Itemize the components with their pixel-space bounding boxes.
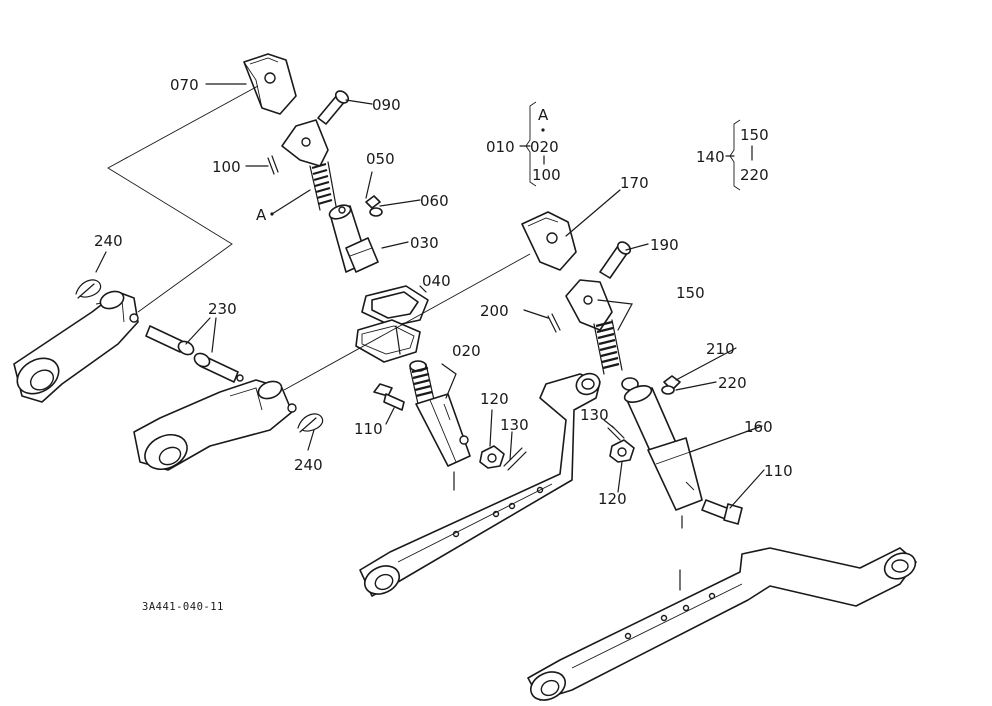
threaded-rod-020 — [409, 360, 435, 405]
group-140-top: 150 — [740, 126, 769, 144]
nut-220 — [661, 385, 675, 395]
callout-110-left: 110 — [354, 420, 383, 438]
cotter-200 — [547, 313, 561, 333]
pin-130-right — [607, 425, 625, 441]
bolt-110-right — [701, 499, 743, 525]
clevis-020 — [415, 393, 471, 467]
callout-130-right: 130 — [580, 406, 609, 424]
group-010-parent: 010 — [486, 138, 515, 156]
callout-A: A — [256, 206, 267, 224]
top-link-yoke-070 — [243, 53, 297, 115]
callout-120-right: 120 — [598, 490, 627, 508]
callout-130-left: 130 — [500, 416, 529, 434]
callout-190: 190 — [650, 236, 679, 254]
callout-110-right: 110 — [764, 462, 793, 480]
lift-arm-upper-left — [13, 290, 139, 403]
group-010-mid: 020 — [530, 138, 559, 156]
r-clip-240-lower — [297, 413, 324, 433]
callout-040: 040 — [422, 272, 451, 290]
callout-240-lower: 240 — [294, 456, 323, 474]
pin-130-left — [503, 447, 527, 471]
group-010-top: A — [538, 106, 549, 124]
group-010-bottom: 100 — [532, 166, 561, 184]
bracket-040 — [355, 285, 429, 363]
nut-060 — [369, 207, 383, 217]
group-140-bottom: 220 — [740, 166, 769, 184]
group-140-parent: 140 — [696, 148, 725, 166]
pin-190 — [599, 241, 632, 279]
barrel-030 — [328, 204, 379, 273]
callout-230: 230 — [208, 300, 237, 318]
callout-240-upper: 240 — [94, 232, 123, 250]
group-010-legend: 010 A 020 100 — [486, 101, 561, 187]
callout-200: 200 — [480, 302, 509, 320]
pin-090 — [317, 90, 350, 125]
threaded-rod-150 — [593, 319, 639, 391]
clevis-right — [565, 279, 613, 331]
lower-link-middle — [359, 372, 601, 597]
callout-090: 090 — [372, 96, 401, 114]
pin-230-a — [145, 325, 195, 356]
bolt-110-left — [373, 383, 405, 411]
group-140-legend: 140 150 220 — [696, 119, 769, 191]
callout-210: 210 — [706, 340, 735, 358]
figure-code: 3A441-040-11 — [142, 601, 224, 613]
callout-060: 060 — [420, 192, 449, 210]
nut-120-right — [609, 439, 635, 463]
clevis-upper — [267, 119, 329, 175]
top-link-yoke-170 — [521, 211, 577, 271]
callout-070: 070 — [170, 76, 199, 94]
threaded-rod-upper — [309, 161, 337, 211]
callout-150: 150 — [676, 284, 705, 302]
callout-100: 100 — [212, 158, 241, 176]
callout-050: 050 — [366, 150, 395, 168]
callout-170: 170 — [620, 174, 649, 192]
bolt-050 — [365, 195, 381, 209]
r-clip-240-upper — [75, 279, 102, 299]
lower-link-right — [527, 547, 917, 701]
barrel-160 — [623, 385, 703, 529]
callout-160: 160 — [744, 418, 773, 436]
callout-220: 220 — [718, 374, 747, 392]
callout-030: 030 — [410, 234, 439, 252]
pin-230-b — [193, 352, 244, 383]
nut-120-left — [479, 445, 505, 469]
callout-120-left: 120 — [480, 390, 509, 408]
lift-arm-lower-left — [133, 379, 297, 471]
callout-020: 020 — [452, 342, 481, 360]
